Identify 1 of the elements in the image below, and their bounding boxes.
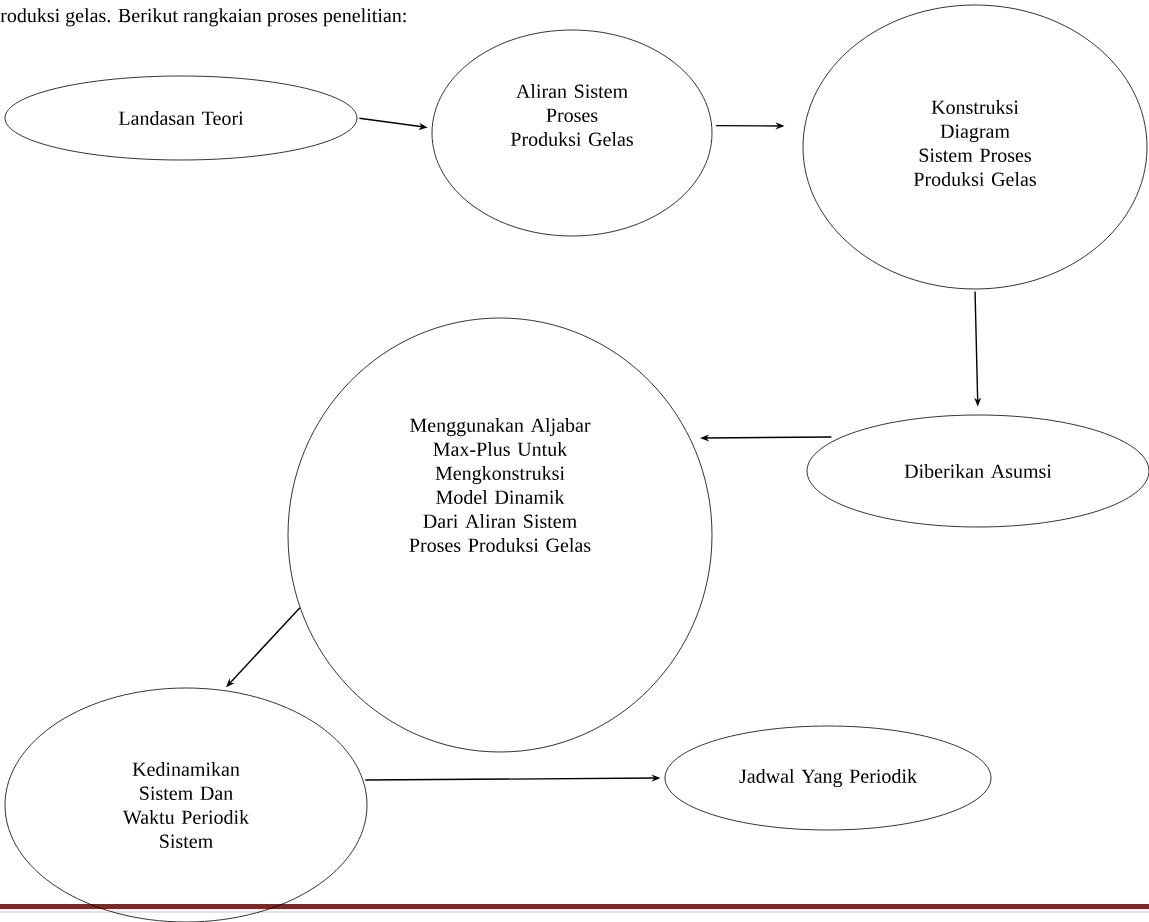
intro-text: roduksi gelas. Berikut rangkaian proses penelitian: [0,8,406,27]
